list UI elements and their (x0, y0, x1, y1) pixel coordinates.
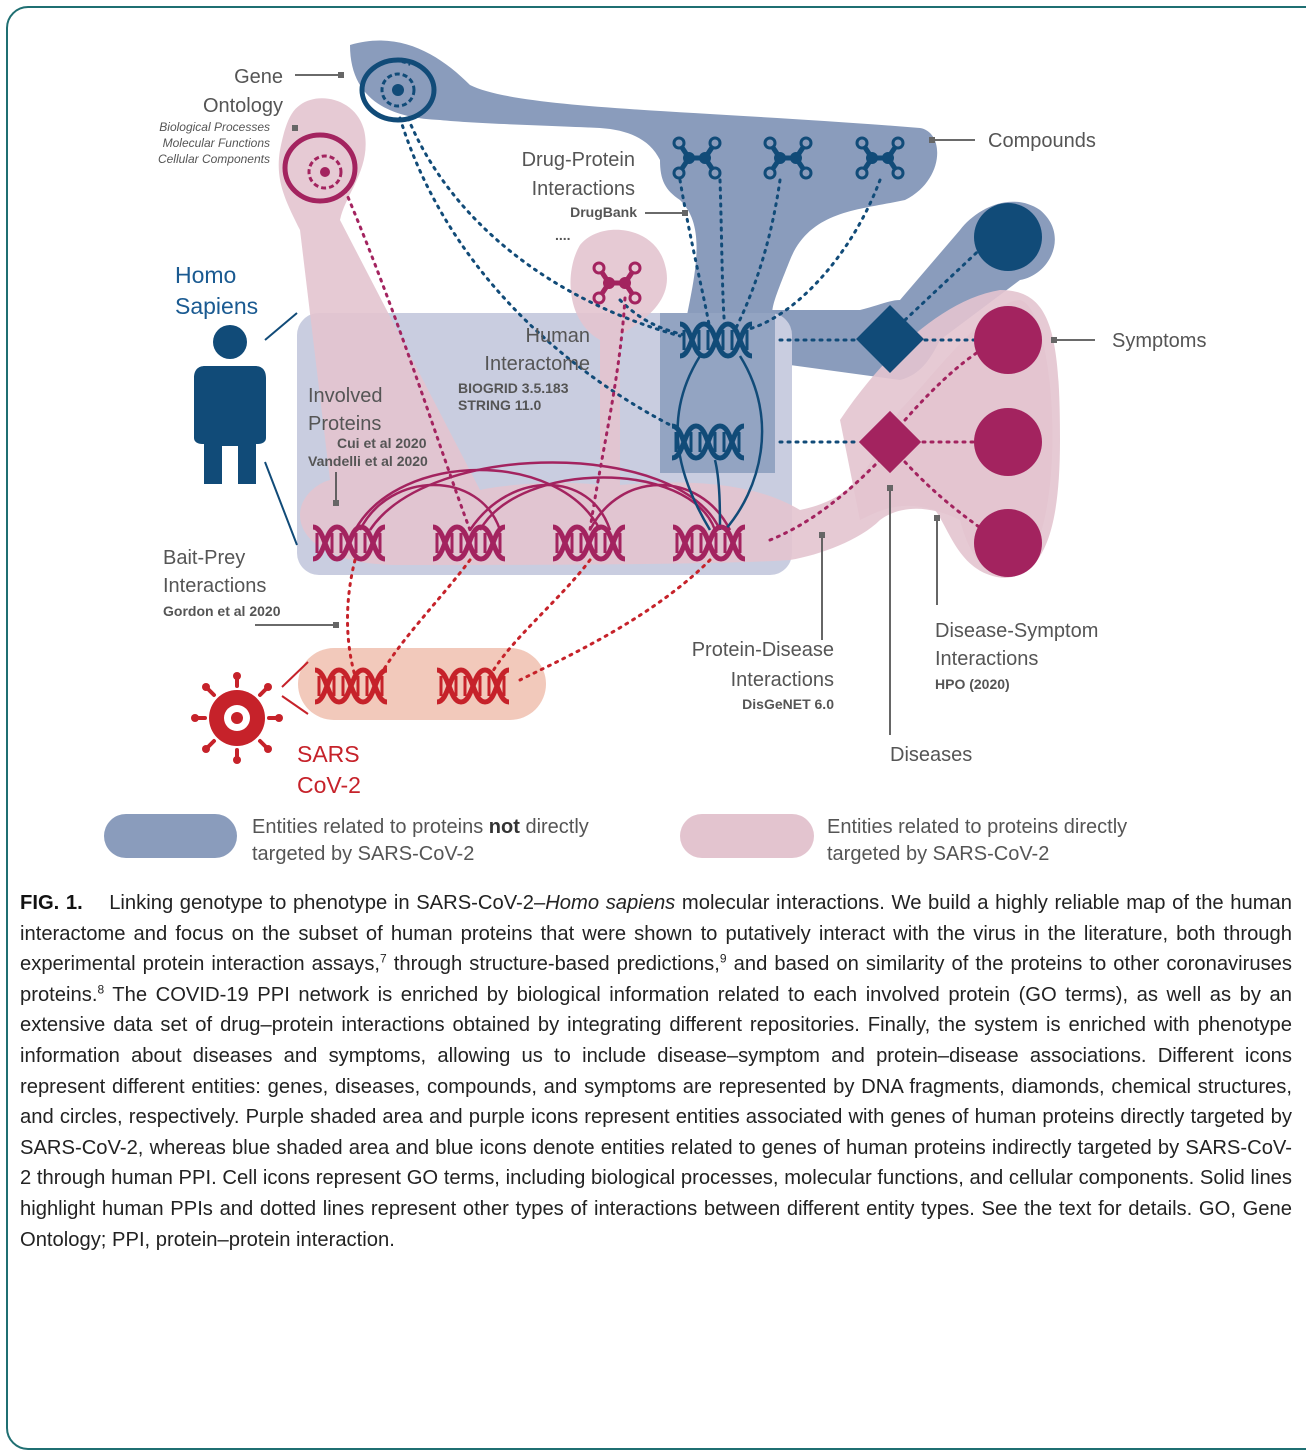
symptom-circle-blue (974, 203, 1042, 271)
legend-blue-line1: Entities related to proteins not directl… (252, 816, 589, 838)
go-purple-line (343, 188, 472, 532)
drug-protein-label-line1: Drug-Protein (522, 149, 635, 171)
hpo-label: HPO (2020) (935, 676, 1010, 692)
drug-protein-line (743, 178, 882, 332)
compounds-area (350, 40, 938, 489)
disease-symptom-label-line2: Interactions (935, 648, 1038, 670)
symptom-circle-purple (974, 408, 1042, 476)
drug-protein-line (733, 178, 782, 332)
protein-disease-label-line2: Interactions (731, 669, 834, 691)
compounds-label: Compounds (988, 130, 1096, 152)
legend-swatch-blue (104, 814, 237, 858)
bait-prey-line (488, 558, 592, 678)
diseases-label: Diseases (890, 744, 972, 766)
bait-prey-label-line2: Interactions (163, 575, 266, 597)
go-protein-line (406, 116, 682, 338)
go-sub-molecular: Molecular Functions (163, 136, 270, 150)
disgenet-label: DisGeNET 6.0 (742, 696, 834, 712)
biogrid-label: BIOGRID 3.5.183 (458, 380, 569, 396)
disease-symptom-label-line1: Disease-Symptom (935, 620, 1098, 642)
ellipsis-label: .... (555, 227, 571, 243)
involved-proteins-label-line1: Involved (308, 385, 383, 407)
ppi-arc (358, 483, 502, 531)
go-cell-icon-purple (282, 132, 358, 204)
gordon-label: Gordon et al 2020 (163, 603, 281, 619)
caption-ref-1: 7 (380, 951, 387, 966)
symptoms-label: Symptoms (1112, 330, 1206, 352)
virus-icon (191, 672, 283, 764)
symptom-circle-purple (974, 306, 1042, 374)
legend-purple-line2: targeted by SARS-CoV-2 (827, 843, 1049, 865)
bait-prey-label-line1: Bait-Prey (163, 547, 245, 569)
bait-prey-line (518, 558, 712, 682)
disease-diamond-purple (858, 410, 922, 474)
drugbank-label: DrugBank (570, 204, 637, 220)
figure-caption: FIG. 1. Linking genotype to phenotype in… (20, 888, 1292, 1255)
legend-blue-line2: targeted by SARS-CoV-2 (252, 843, 474, 865)
caption-text-2: molecular interactions. We build a highl… (20, 892, 1292, 976)
caption-text-5: The COVID-19 PPI network is enriched by … (20, 983, 1292, 1251)
disease-symptom-line (903, 238, 992, 322)
caption-ref-2: 9 (719, 951, 727, 966)
drug-protein-line (618, 298, 692, 338)
go-sub-biological: Biological Processes (159, 120, 270, 134)
bait-prey-line (378, 558, 472, 678)
disease-diamond-blue (856, 305, 924, 373)
legend-purple-line1: Entities related to proteins directly (827, 816, 1127, 838)
caption-italic: Homo sapiens (545, 892, 676, 914)
symptom-circle-purple (974, 509, 1042, 577)
caption-text-3: through structure-based predictions, (386, 953, 720, 976)
protein-disease-label-line1: Protein-Disease (692, 639, 834, 661)
sars-label-line2: CoV-2 (297, 772, 361, 798)
drug-protein-line (678, 178, 712, 332)
ppi-arc (713, 459, 722, 531)
cui-label: Cui et al 2020 (337, 435, 427, 451)
human-icon (194, 325, 266, 484)
ppi-arc (724, 355, 764, 531)
homo-sapiens-label-line1: Homo (175, 262, 236, 288)
go-cell-icon-blue (359, 57, 437, 123)
gene-ontology-label-line1: Gene (234, 66, 283, 88)
caption-text-1: Linking genotype to phenotype in SARS-Co… (109, 892, 546, 914)
caption-label: FIG. 1. (20, 892, 83, 914)
homo-sapiens-label-line2: Sapiens (175, 293, 258, 319)
protein-disease-line (768, 458, 882, 542)
vandelli-label: Vandelli et al 2020 (308, 453, 428, 469)
string-label: STRING 11.0 (458, 397, 541, 413)
drug-protein-label-line2: Interactions (532, 178, 635, 200)
go-sub-cellular: Cellular Components (158, 152, 270, 166)
legend-swatch-purple (680, 814, 814, 858)
human-interactome-label-line2: Interactome (484, 353, 590, 375)
figure-diagram: Gene Ontology Compounds Drug-Protein Int… (104, 40, 1206, 865)
sars-label-line1: SARS (297, 741, 360, 767)
involved-proteins-label-line2: Proteins (308, 413, 381, 435)
caption-text-4: and based on similarity of the proteins … (20, 953, 1292, 1006)
drug-protein-line (718, 178, 727, 332)
bait-prey-line (346, 558, 357, 678)
human-interactome-label-line1: Human (526, 325, 590, 347)
go-protein-line (398, 116, 682, 432)
caption-ref-3: 8 (97, 982, 105, 997)
gene-ontology-label-line2: Ontology (203, 95, 283, 117)
